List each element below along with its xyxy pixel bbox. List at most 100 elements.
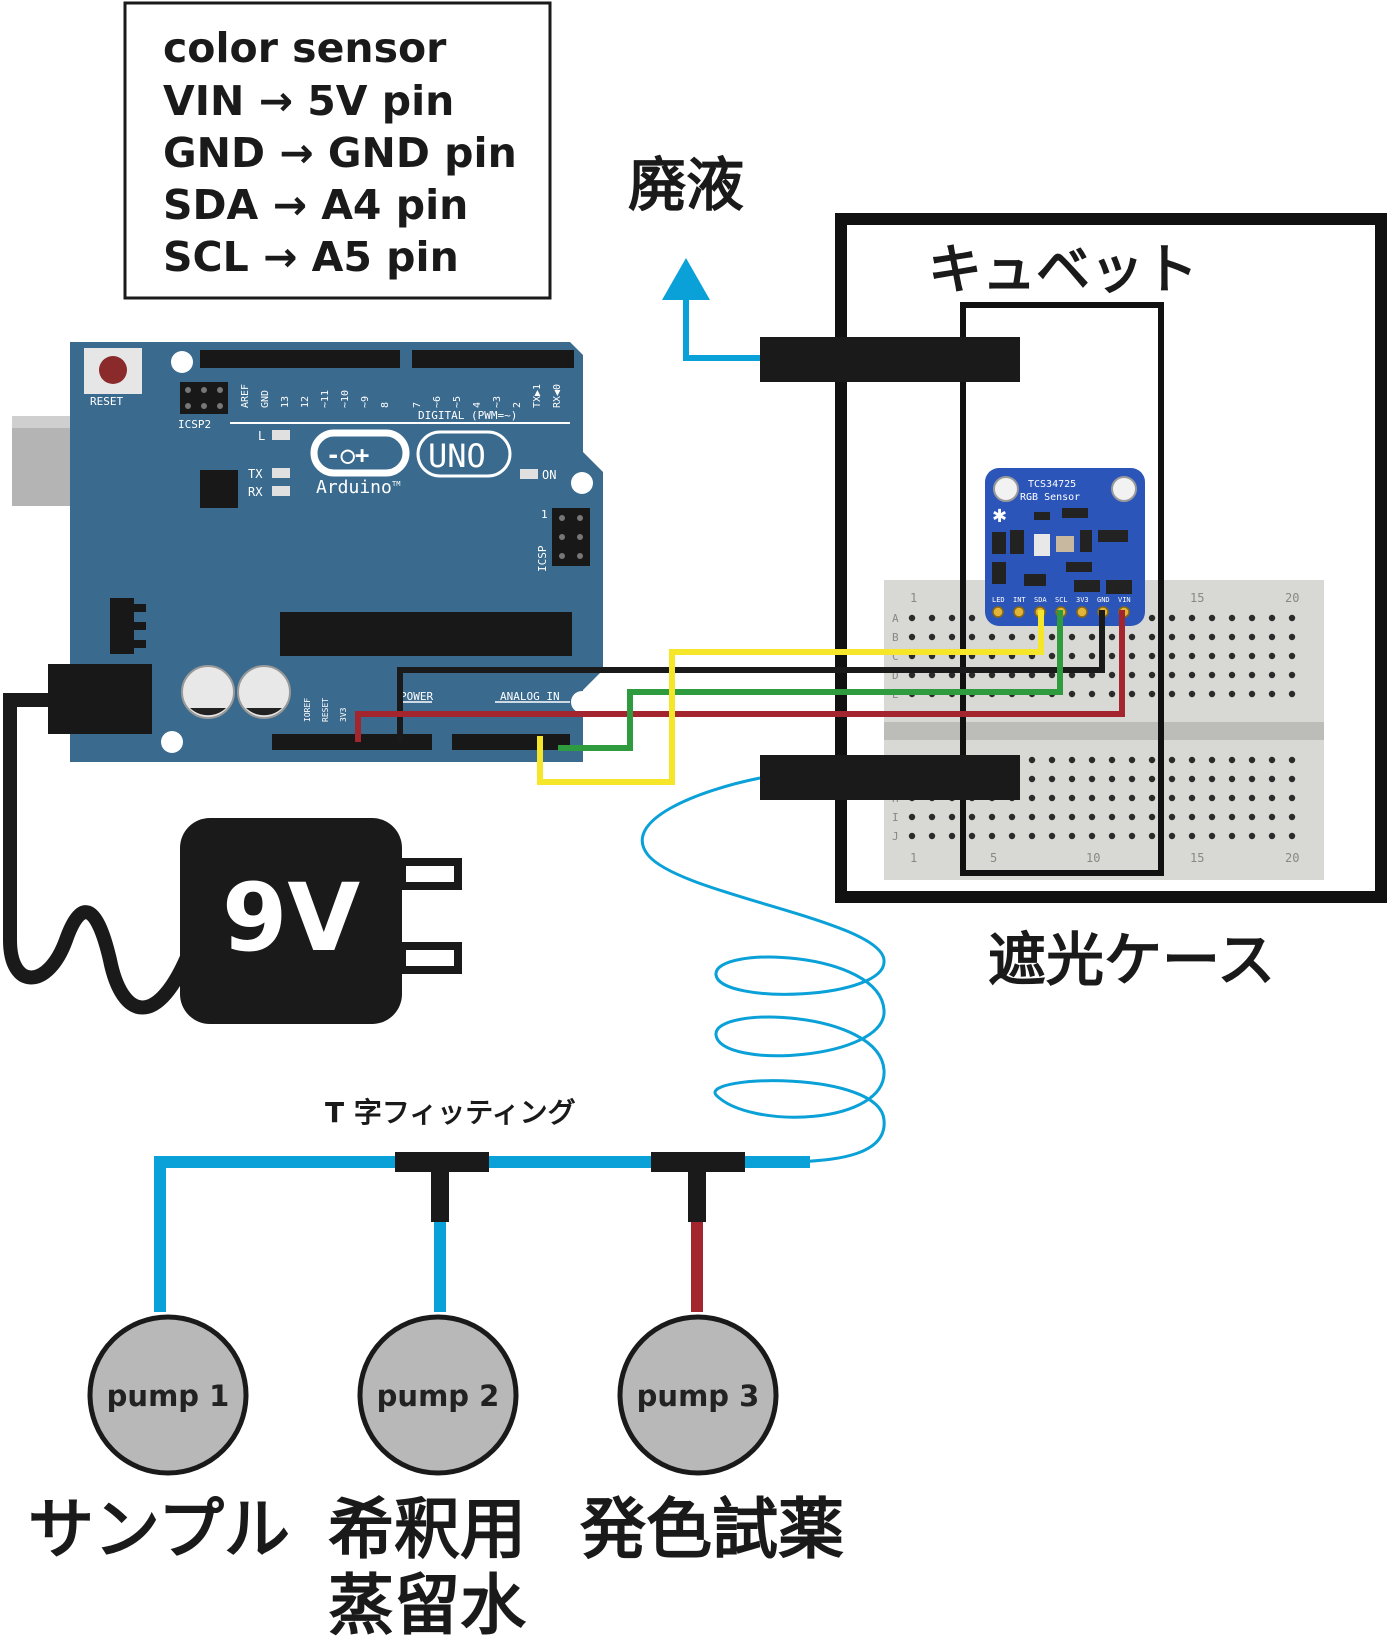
digital-pin-label: TX▶1 (532, 384, 543, 408)
breadboard-hole (1208, 832, 1216, 840)
breadboard-hole (1048, 775, 1056, 783)
power-label: POWER (400, 690, 433, 703)
breadboard-hole (1288, 614, 1296, 622)
dilution-label-line1: 希釈用 (328, 1491, 526, 1568)
breadboard-hole (1108, 775, 1116, 783)
digital-pin-label: ~3 (492, 396, 503, 408)
arduino-brand: Arduino (316, 477, 392, 498)
sensor-pin-label: GND (1097, 596, 1110, 604)
breadboard-hole (1088, 775, 1096, 783)
breadboard-hole (1228, 690, 1236, 698)
breadboard-hole (1128, 813, 1136, 821)
breadboard-hole (1048, 633, 1056, 641)
pin-line-gnd: GND → GND pin (163, 129, 517, 177)
digital-header (200, 350, 574, 368)
sensor-name: RGB Sensor (1020, 492, 1080, 503)
breadboard-hole (1148, 794, 1156, 802)
breadboard-hole (1228, 633, 1236, 641)
rx-label: RX (248, 485, 263, 499)
breadboard-hole (948, 633, 956, 641)
power-header (272, 734, 432, 750)
breadboard-hole (1168, 832, 1176, 840)
sensor-pin-label: SCL (1055, 596, 1068, 604)
breadboard-hole (1008, 633, 1016, 641)
breadboard-hole (1168, 775, 1176, 783)
bb-col-1-bottom: 1 (910, 851, 917, 865)
breadboard-center-channel (884, 722, 1324, 740)
breadboard-hole (1128, 832, 1136, 840)
breadboard-hole (1168, 671, 1176, 679)
bottom-tube-connector (760, 755, 1020, 800)
sensor-pin (1076, 606, 1088, 618)
cuvette (960, 302, 1164, 876)
digital-pin-label: 8 (380, 402, 391, 408)
wire-gnd (397, 610, 1105, 742)
breadboard-hole (1088, 633, 1096, 641)
sensor-pin-label: INT (1013, 596, 1026, 604)
breadboard-hole (1068, 671, 1076, 679)
breadboard-hole (1148, 652, 1156, 660)
breadboard-hole (1288, 775, 1296, 783)
reset-label: RESET (90, 395, 123, 408)
bb-col-1-top: 1 (910, 591, 917, 605)
breadboard-hole (1148, 633, 1156, 641)
breadboard-hole (1148, 775, 1156, 783)
sensor-pin-label: LED (992, 596, 1005, 604)
breadboard-hole (1128, 756, 1136, 764)
reset-button-icon (99, 356, 127, 384)
breadboard-hole (1208, 690, 1216, 698)
breadboard-hole (1288, 832, 1296, 840)
breadboard-hole (1268, 633, 1276, 641)
analog-header (452, 734, 570, 750)
pump-1: pump 1 (87, 1314, 249, 1476)
led-l-label: L (258, 429, 265, 443)
digital-pin-label: ~6 (432, 396, 443, 408)
top-tube-connector (760, 337, 1020, 382)
breadboard-hole (1168, 813, 1176, 821)
breadboard-hole (1108, 633, 1116, 641)
breadboard-hole (1208, 614, 1216, 622)
breadboard-hole (968, 832, 976, 840)
icsp-pin1-label: 1 (541, 508, 548, 521)
breadboard-hole (1188, 756, 1196, 764)
breadboard-hole (1148, 690, 1156, 698)
cuvette-label: キュベット (928, 238, 1198, 301)
breadboard-hole (1048, 652, 1056, 660)
breadboard-hole (988, 633, 996, 641)
arduino-logo: -○+ UNO Arduino TM (310, 429, 512, 498)
light-shield-case (835, 213, 1387, 903)
atmega-chip (280, 612, 572, 656)
bb-col-20-top: 20 (1285, 591, 1299, 605)
icsp-header (552, 508, 590, 566)
breadboard-hole (1228, 832, 1236, 840)
pin-line-sda: SDA → A4 pin (163, 181, 468, 229)
uno-label: UNO (428, 437, 486, 475)
pump-3: pump 3 (617, 1314, 779, 1476)
breadboard-hole (1008, 671, 1016, 679)
digital-pin-label: ~10 (340, 390, 351, 408)
power-jack (48, 664, 152, 734)
breadboard-hole (1188, 775, 1196, 783)
breadboard-hole (948, 813, 956, 821)
digital-label: DIGITAL (PWM=~) (418, 409, 517, 422)
t-fittings (395, 1152, 745, 1222)
led-on (520, 469, 538, 479)
breadboard-hole (1168, 614, 1176, 622)
breadboard-hole (1028, 756, 1036, 764)
arduino-tm: TM (392, 480, 400, 488)
breadboard-hole (1088, 652, 1096, 660)
breadboard-hole (1108, 832, 1116, 840)
waste-arrow-icon (662, 258, 710, 300)
dilution-label-line2: 蒸留水 (328, 1567, 527, 1644)
breadboard-hole (1088, 671, 1096, 679)
sensor-pin (992, 606, 1004, 618)
on-label: ON (542, 468, 556, 482)
breadboard-hole (968, 671, 976, 679)
breadboard-hole (1268, 652, 1276, 660)
digital-pin-label: 2 (512, 402, 523, 408)
breadboard-hole (1028, 671, 1036, 679)
breadboard-hole (1228, 813, 1236, 821)
logo-symbol: -○+ (326, 441, 369, 469)
led-l (272, 430, 290, 440)
